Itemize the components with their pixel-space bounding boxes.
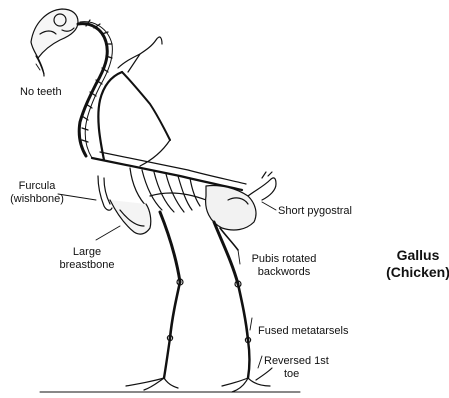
label-fused-metatarsels: Fused metatarsels	[258, 325, 348, 338]
front-leg	[126, 212, 183, 390]
wing	[98, 37, 170, 166]
label-furcula-line1: Furcula	[8, 180, 66, 193]
label-furcula-line2: (wishbone)	[8, 193, 66, 206]
breastbone	[110, 200, 151, 234]
diagram-title: Gallus (Chicken)	[384, 247, 449, 281]
label-furcula: Furcula (wishbone)	[8, 180, 66, 206]
title-common-name: (Chicken)	[384, 264, 449, 281]
label-pubis-rotated: Pubis rotated backwords	[246, 253, 322, 279]
label-large-breastbone: Large breastbone	[52, 246, 122, 272]
title-genus: Gallus	[384, 247, 449, 264]
skull	[31, 9, 78, 76]
furcula	[98, 176, 112, 210]
label-pubis-line2: backwords	[246, 266, 322, 279]
label-short-pygostyle: Short pygostral	[278, 205, 352, 218]
label-breastbone-line1: Large	[52, 246, 122, 259]
label-pubis-line1: Pubis rotated	[246, 253, 322, 266]
label-reversed-toe: Reversed 1st toe	[264, 355, 329, 381]
label-toe-line1: Reversed 1st	[264, 355, 329, 368]
label-no-teeth: No teeth	[20, 86, 62, 99]
label-toe-line2: toe	[264, 368, 329, 381]
neck-vertebrae	[78, 20, 112, 158]
label-breastbone-line2: breastbone	[52, 259, 122, 272]
